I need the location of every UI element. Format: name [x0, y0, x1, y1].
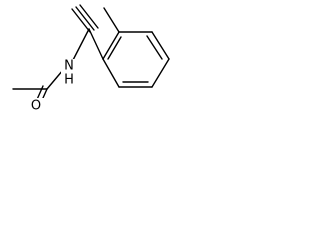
- methine-to-nitrogen-bond: [71, 28, 90, 63]
- alkyne-triple-bond: [71, 4, 99, 33]
- oxygen-label: O: [29, 98, 45, 114]
- nitrogen-to-carbonyl-bond: [46, 69, 64, 90]
- methine-to-ring-bond: [88, 28, 104, 60]
- nitrogen-symbol: N: [64, 59, 74, 74]
- nitrogen-hydrogen-label: H: [61, 73, 77, 88]
- ortho-methyl-bond: [103, 7, 120, 33]
- nitrogen-label: N: [61, 59, 77, 74]
- benzene-ring: [102, 31, 170, 88]
- oxygen-symbol: O: [31, 99, 41, 114]
- hydrogen-symbol: H: [64, 73, 74, 88]
- chemical-structure-diagram: N H O: [12, 4, 170, 114]
